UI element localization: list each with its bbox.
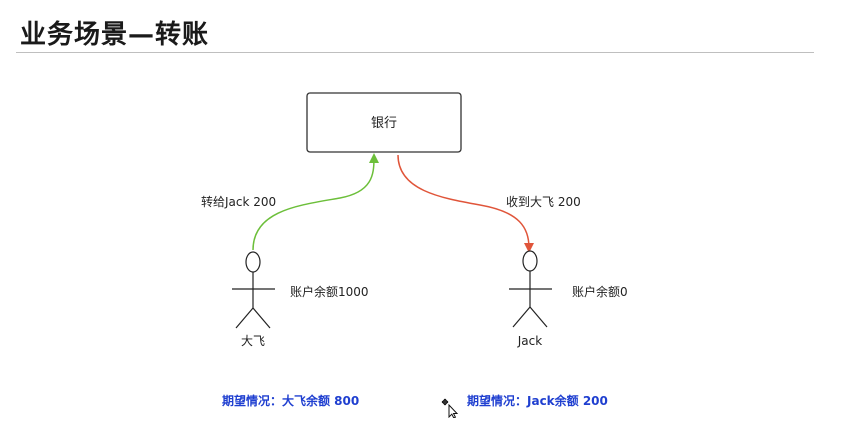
actor-dafei-name: 大飞 bbox=[241, 334, 265, 348]
bank-box bbox=[306, 92, 462, 153]
bank-node: 银行 bbox=[306, 92, 462, 153]
expected-jack-note: 期望情况：Jack余额 200 bbox=[467, 394, 608, 408]
actor-jack-name: Jack bbox=[517, 334, 542, 348]
actor-jack-balance: 账户余额0 bbox=[572, 284, 628, 299]
actor-jack bbox=[509, 250, 552, 328]
actor-dafei-balance: 账户余额1000 bbox=[290, 284, 369, 299]
title-divider bbox=[16, 52, 814, 53]
transfer-out-arrow bbox=[252, 153, 379, 251]
bank-label: 银行 bbox=[371, 116, 397, 131]
move-cursor-icon bbox=[441, 398, 459, 418]
actor-dafei-head bbox=[245, 251, 261, 273]
expected-dafei-note: 期望情况：大飞余额 800 bbox=[222, 394, 360, 408]
transfer-in-label: 收到大飞 200 bbox=[506, 195, 581, 209]
transfer-in-arrow bbox=[397, 154, 534, 253]
actor-dafei bbox=[232, 251, 275, 329]
actor-jack-head bbox=[522, 250, 538, 272]
page-title: 业务场景—转账 bbox=[20, 20, 210, 50]
transfer-out-label: 转给Jack 200 bbox=[201, 194, 276, 209]
